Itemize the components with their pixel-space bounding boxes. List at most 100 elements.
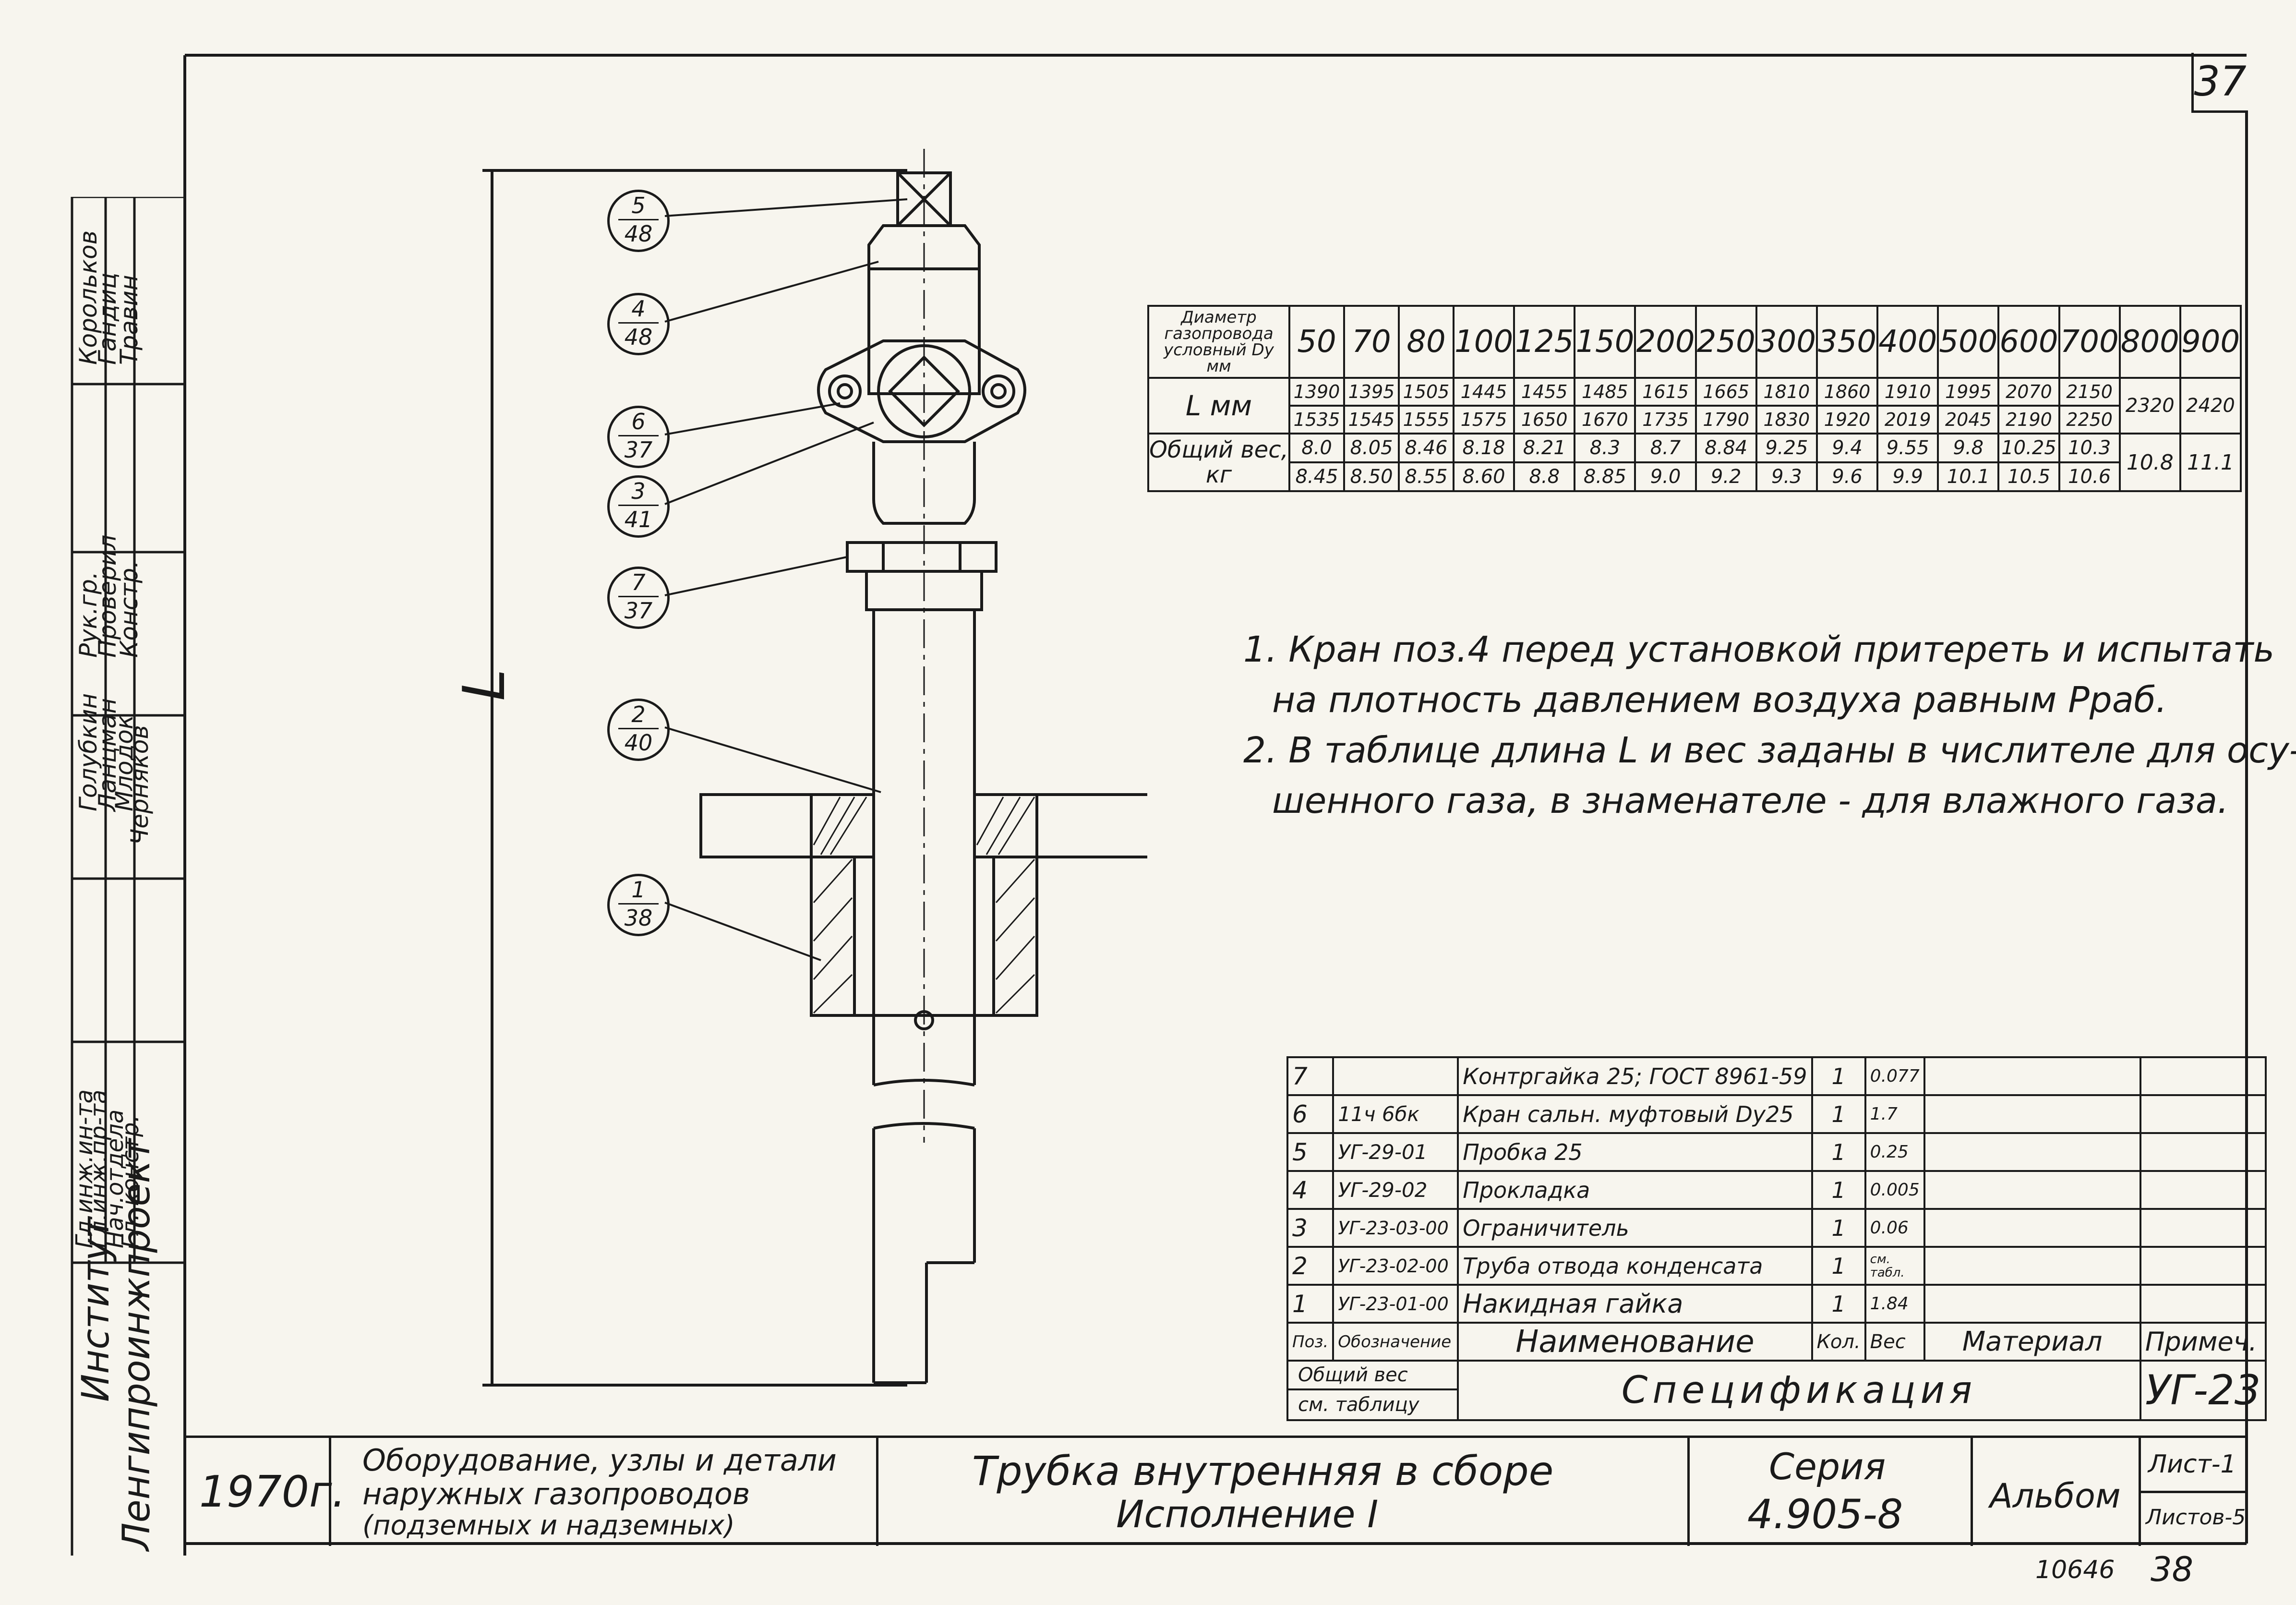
spec-material xyxy=(1923,1208,2141,1248)
W-wet: 9.2 xyxy=(1695,461,1757,492)
spec-header-weight: Вес xyxy=(1864,1322,1925,1362)
W-dry: 9.4 xyxy=(1815,433,1879,463)
title-block: 1970г. Оборудование, узлы и детали наруж… xyxy=(185,1436,2247,1546)
note-line: шенного газа, в знаменателе - для влажно… xyxy=(1272,780,2229,821)
L-dry: 1995 xyxy=(1937,377,2000,407)
diameter: 200 xyxy=(1634,305,1697,379)
spec-header-pos: Поз. xyxy=(1286,1322,1334,1362)
diameter: 900 xyxy=(2179,305,2242,379)
L-dry: 1485 xyxy=(1574,377,1636,407)
L-dry: 1505 xyxy=(1398,377,1455,407)
spec-name: Труба отвода конденсата xyxy=(1457,1246,1813,1286)
callout-6: 6 37 xyxy=(607,406,670,468)
spec-weight-cell: Общий вес см. таблицу xyxy=(1286,1360,1459,1421)
callout-7: 7 37 xyxy=(607,567,670,629)
L-dry: 1390 xyxy=(1288,377,1345,407)
subject-line: (подземных и надземных) xyxy=(362,1510,735,1541)
divider xyxy=(1971,1438,1973,1546)
sheet: Лист-1 xyxy=(2148,1450,2236,1479)
L-dry: 1810 xyxy=(1755,377,1818,407)
spec-weight: 1.84 xyxy=(1864,1284,1925,1324)
L-wet: 1790 xyxy=(1695,405,1757,434)
W-label: Общий вес, кг xyxy=(1147,433,1290,492)
diameter: 600 xyxy=(1997,305,2060,379)
spec-code: УГ-23-01-00 xyxy=(1332,1284,1459,1324)
L-wet: 1735 xyxy=(1634,405,1697,434)
spec-header-name: Наименование xyxy=(1457,1322,1813,1362)
callout-5: 5 48 xyxy=(607,190,670,252)
note-line: 1. Кран поз.4 перед установкой притереть… xyxy=(1243,629,2275,670)
spec-pos: 7 xyxy=(1286,1056,1334,1096)
W-wet: 8.85 xyxy=(1574,461,1636,492)
W-dry: 8.05 xyxy=(1343,433,1400,463)
spec-see-table: см. таблицу xyxy=(1298,1394,1419,1416)
divider xyxy=(2139,1491,2247,1493)
spec-code: 11ч 6бк xyxy=(1332,1094,1459,1134)
L-wet: 2019 xyxy=(1876,405,1939,434)
spec-qty: 1 xyxy=(1811,1132,1866,1172)
spec-code: УГ-23-03-00 xyxy=(1332,1208,1459,1248)
spec-material xyxy=(1923,1246,2141,1286)
L-dry: 1665 xyxy=(1695,377,1757,407)
W-wet: 8.8 xyxy=(1513,461,1576,492)
spec-pos: 2 xyxy=(1286,1246,1334,1286)
diameter: 150 xyxy=(1574,305,1636,379)
spec-code: УГ-23-02-00 xyxy=(1332,1246,1459,1286)
sheet-counter: 38 xyxy=(2151,1550,2194,1589)
spec-pos: 6 xyxy=(1286,1094,1334,1134)
spec-code-mark: УГ-23 xyxy=(2139,1360,2267,1421)
L-wet: 1920 xyxy=(1815,405,1879,434)
W-wet: 9.0 xyxy=(1634,461,1697,492)
W-dry: 8.18 xyxy=(1452,433,1515,463)
W-dry: 8.46 xyxy=(1398,433,1455,463)
diameter: 350 xyxy=(1815,305,1879,379)
W-wet: 10.1 xyxy=(1937,461,2000,492)
spec-name: Прокладка xyxy=(1457,1170,1813,1210)
spec-material xyxy=(1923,1170,2141,1210)
W-wet: 8.60 xyxy=(1452,461,1515,492)
stamp-name: Черняков xyxy=(126,725,154,845)
album: Альбом xyxy=(1990,1476,2121,1516)
W-wet: 9.9 xyxy=(1876,461,1939,492)
sheets: Листов-5 xyxy=(2146,1505,2246,1530)
diameter: 300 xyxy=(1755,305,1818,379)
subject-line: Оборудование, узлы и детали xyxy=(362,1443,837,1478)
L-wet: 2045 xyxy=(1937,405,2000,434)
spec-note xyxy=(2139,1056,2267,1096)
spec-note xyxy=(2139,1170,2267,1210)
L-wet: 1670 xyxy=(1574,405,1636,434)
L-dry: 1395 xyxy=(1343,377,1400,407)
spec-pos: 3 xyxy=(1286,1208,1334,1248)
W-dry: 8.84 xyxy=(1695,433,1757,463)
spec-weight: см. табл. xyxy=(1864,1246,1925,1286)
W-wet: 9.6 xyxy=(1815,461,1879,492)
diameter: 700 xyxy=(2058,305,2121,379)
drawing-title: Исполнение I xyxy=(1116,1493,1379,1536)
diameter: 125 xyxy=(1513,305,1576,379)
spec-material xyxy=(1923,1056,2141,1096)
spec-title: Спецификация xyxy=(1457,1360,2141,1421)
spec-code: УГ-29-02 xyxy=(1332,1170,1459,1210)
spec-name: Ограничитель xyxy=(1457,1208,1813,1248)
W-dry: 8.3 xyxy=(1574,433,1636,463)
spec-name: Контргайка 25; ГОСТ 8961-59 xyxy=(1457,1056,1813,1096)
note-line: 2. В таблице длина L и вес заданы в числ… xyxy=(1243,730,2296,771)
L-wet: 1535 xyxy=(1288,405,1345,434)
spec-material xyxy=(1923,1132,2141,1172)
spec-qty: 1 xyxy=(1811,1056,1866,1096)
spec-header-material: Материал xyxy=(1923,1322,2141,1362)
series-label: Серия xyxy=(1769,1445,1886,1488)
divider xyxy=(876,1438,878,1546)
spec-total-weight: Общий вес xyxy=(1288,1362,1457,1390)
W-dry: 10.3 xyxy=(2058,433,2121,463)
spec-weight: 0.005 xyxy=(1864,1170,1925,1210)
divider xyxy=(1687,1438,1690,1546)
spec-weight: 0.25 xyxy=(1864,1132,1925,1172)
L-wet: 1555 xyxy=(1398,405,1455,434)
stamp-name: Травин xyxy=(115,275,143,365)
callout-2: 2 40 xyxy=(607,699,670,761)
L-dry: 1445 xyxy=(1452,377,1515,407)
stamp-position: Гл. констр. xyxy=(117,1115,144,1248)
assembly-drawing xyxy=(482,149,1147,1387)
spec-name: Накидная гайка xyxy=(1457,1284,1813,1324)
